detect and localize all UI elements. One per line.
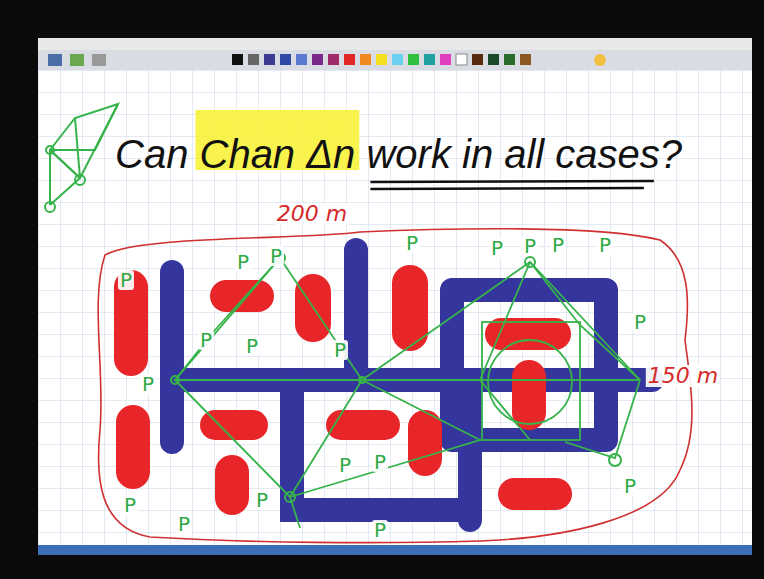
- dimension-label: 200 m: [275, 203, 349, 225]
- point-label: P: [372, 520, 388, 540]
- menu-bar: [38, 38, 752, 50]
- point-label: P: [244, 336, 260, 356]
- triangulation-icon: [45, 104, 118, 212]
- title-heading: Can Chan Δn work in all cases?: [115, 132, 682, 176]
- status-bar: [38, 545, 752, 555]
- point-label: P: [404, 233, 420, 253]
- point-label: P: [254, 490, 270, 510]
- toolbar-swatches: [48, 54, 606, 66]
- point-label: P: [489, 238, 505, 258]
- point-label: P: [622, 476, 638, 496]
- point-label: P: [522, 236, 538, 256]
- point-label: P: [372, 452, 388, 472]
- point-label: P: [597, 235, 613, 255]
- point-label: P: [176, 514, 192, 534]
- point-label: P: [268, 246, 284, 266]
- building-blocks: [114, 265, 572, 515]
- point-label: P: [235, 252, 251, 272]
- dimension-label: 150 m: [646, 365, 720, 387]
- point-label: P: [118, 270, 134, 290]
- point-label: P: [140, 374, 156, 394]
- point-label: P: [632, 312, 648, 332]
- point-label: P: [332, 340, 348, 360]
- grid-paper: [38, 70, 752, 545]
- double-underline: [370, 181, 653, 182]
- road-network: [172, 250, 652, 520]
- site-points: [171, 253, 621, 502]
- double-underline: [370, 188, 643, 189]
- triangulation-lines: [175, 258, 640, 528]
- tool-bar: [38, 50, 752, 70]
- point-label: P: [337, 455, 353, 475]
- point-label: P: [198, 330, 214, 350]
- region-outline: [98, 229, 692, 543]
- point-label: P: [550, 235, 566, 255]
- point-label: P: [122, 495, 138, 515]
- app-window: [38, 38, 752, 555]
